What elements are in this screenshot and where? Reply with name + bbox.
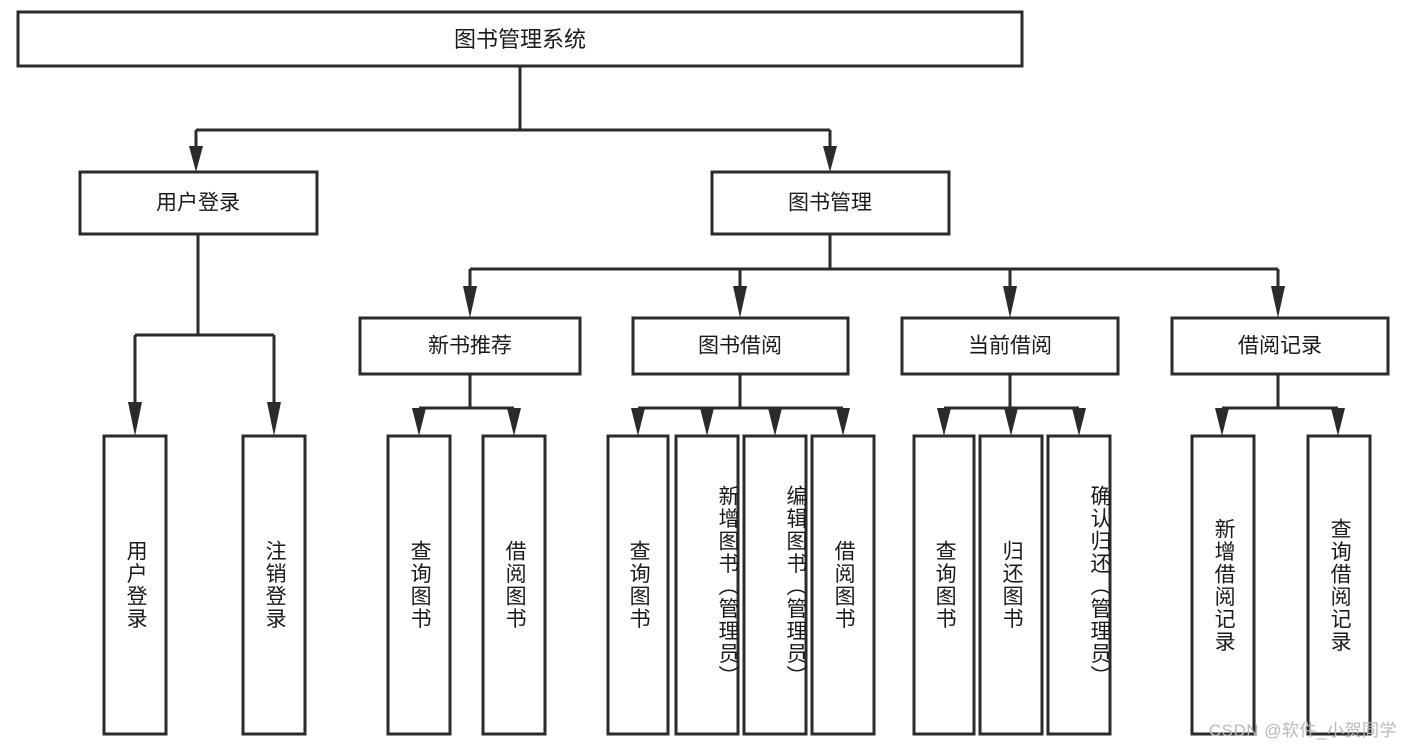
node-book-management-box[interactable]: [710, 170, 951, 236]
node-new-book-recommend[interactable]: 新书推荐: [358, 316, 582, 376]
leaf-box-borrow-3[interactable]: [742, 434, 808, 736]
arrow-head-recommend-leaf1: [412, 408, 426, 436]
node-borrow-record-box[interactable]: [1170, 316, 1390, 376]
node-user-login-label: 用户登录: [156, 192, 240, 215]
arrow-head-user-login-leaf1: [128, 402, 142, 436]
arrow-head-borrow-leaf1: [631, 408, 645, 436]
leaf-box-record-2[interactable]: [1306, 434, 1372, 736]
leaf-box-borrow-4[interactable]: [810, 434, 876, 736]
leaf-box-record-1[interactable]: [1190, 434, 1256, 736]
arrow-head-current: [1003, 286, 1017, 318]
leaf-box-current-3[interactable]: [1046, 434, 1112, 736]
arrow-head-record-leaf2: [1331, 408, 1345, 436]
node-book-borrow-box[interactable]: [631, 316, 850, 376]
arrow-head-borrow-leaf2: [700, 408, 714, 436]
node-new-book-recommend-label: 新书推荐: [428, 335, 512, 358]
arrow-head-book-mgmt: [823, 146, 837, 172]
leaf-boxes: [102, 434, 1372, 736]
arrow-head-borrow-leaf3: [768, 408, 782, 436]
node-book-borrow[interactable]: 图书借阅: [631, 316, 850, 376]
node-current-borrow-label: 当前借阅: [968, 335, 1052, 358]
leaf-box-current-1[interactable]: [912, 434, 976, 736]
node-borrow-record-label: 借阅记录: [1238, 335, 1322, 358]
arrow-head-borrow-leaf4: [836, 408, 850, 436]
arrow-head-recommend: [463, 286, 477, 318]
arrow-head-borrow: [733, 286, 747, 318]
arrow-head-user-login-leaf2: [267, 402, 281, 436]
node-root-box[interactable]: [16, 10, 1024, 68]
node-root-label: 图书管理系统: [454, 27, 586, 52]
arrow-head-current-leaf1: [937, 408, 951, 436]
node-user-login[interactable]: 用户登录: [78, 170, 319, 236]
arrow-head-record: [1271, 286, 1285, 318]
node-book-management[interactable]: 图书管理: [710, 170, 951, 236]
node-current-borrow[interactable]: 当前借阅: [900, 316, 1120, 376]
arrow-head-current-leaf2: [1004, 408, 1018, 436]
connectors: [128, 66, 1345, 436]
node-book-borrow-label: 图书借阅: [698, 335, 782, 358]
node-borrow-record[interactable]: 借阅记录: [1170, 316, 1390, 376]
node-user-login-box[interactable]: [78, 170, 319, 236]
arrow-head-recommend-leaf2: [507, 408, 521, 436]
node-book-management-label: 图书管理: [788, 192, 872, 215]
leaf-box-user-login-1[interactable]: [102, 434, 168, 736]
leaf-box-recommend-1[interactable]: [386, 434, 452, 736]
leaf-box-borrow-2[interactable]: [674, 434, 740, 736]
leaf-box-user-login-2[interactable]: [241, 434, 307, 736]
leaf-box-borrow-1[interactable]: [606, 434, 670, 736]
leaf-box-current-2[interactable]: [978, 434, 1044, 736]
node-root[interactable]: 图书管理系统: [16, 10, 1024, 68]
arrow-head-record-leaf1: [1215, 408, 1229, 436]
leaf-box-recommend-2[interactable]: [481, 434, 547, 736]
csdn-watermark: CSDN @软件_小贺同学: [1208, 721, 1397, 740]
node-new-book-recommend-box[interactable]: [358, 316, 582, 376]
node-current-borrow-box[interactable]: [900, 316, 1120, 376]
arrow-head-user-login: [189, 146, 203, 172]
arrow-head-current-leaf3: [1072, 408, 1086, 436]
